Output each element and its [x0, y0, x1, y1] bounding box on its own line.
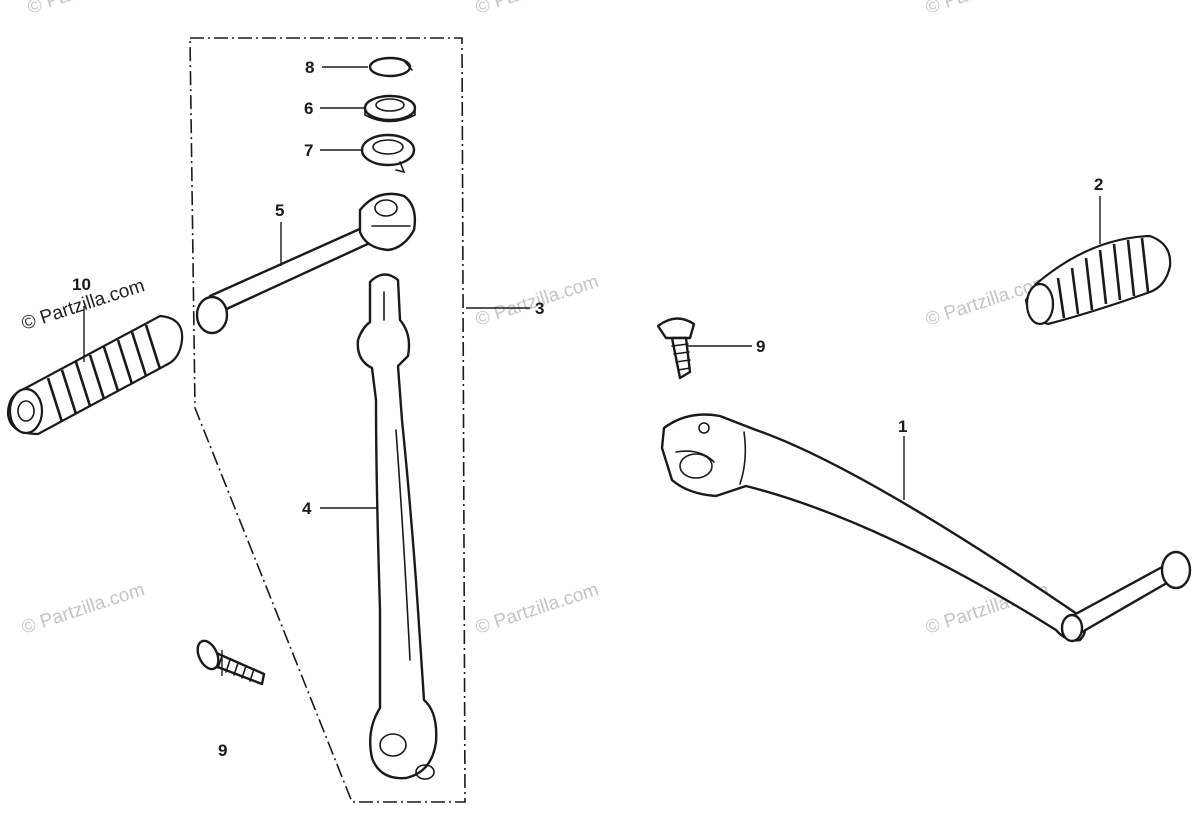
- callout-9-lower-left: 9: [218, 741, 227, 760]
- leader-lines: [83, 66, 1101, 676]
- watermark-low-left: © Partzilla.com: [19, 579, 147, 639]
- bolt-lower-left: [196, 639, 266, 686]
- callout-6: 6: [304, 99, 313, 118]
- callout-8: 8: [305, 58, 314, 77]
- callout-3: 3: [535, 299, 544, 318]
- callouts: 8 6 7 5 3 4 9 9 1 2 10: [72, 58, 1103, 760]
- kick-lever-right: [660, 413, 1192, 643]
- watermark-top-center: © Partzilla.com: [473, 0, 601, 19]
- bolt-right: [656, 317, 696, 380]
- rubber-grip-left: [6, 314, 184, 436]
- pivot-arm: [195, 192, 417, 335]
- watermark-top-right: © Partzilla.com: [923, 0, 1051, 19]
- callout-10: 10: [72, 275, 91, 294]
- rubber-grip-right: [1024, 234, 1172, 326]
- washer: [363, 94, 417, 123]
- callout-4: 4: [302, 499, 312, 518]
- snap-ring: [368, 56, 413, 78]
- return-spring: [360, 133, 416, 174]
- callout-1: 1: [898, 417, 907, 436]
- callout-9-right: 9: [756, 337, 765, 356]
- callout-7: 7: [304, 141, 313, 160]
- change-lever: [356, 273, 438, 780]
- callout-5: 5: [275, 201, 284, 220]
- watermark-top-left: © Partzilla.com: [25, 0, 153, 19]
- callout-2: 2: [1094, 175, 1103, 194]
- assembly-boundary: [189, 37, 466, 803]
- watermark-low-center: © Partzilla.com: [473, 579, 601, 639]
